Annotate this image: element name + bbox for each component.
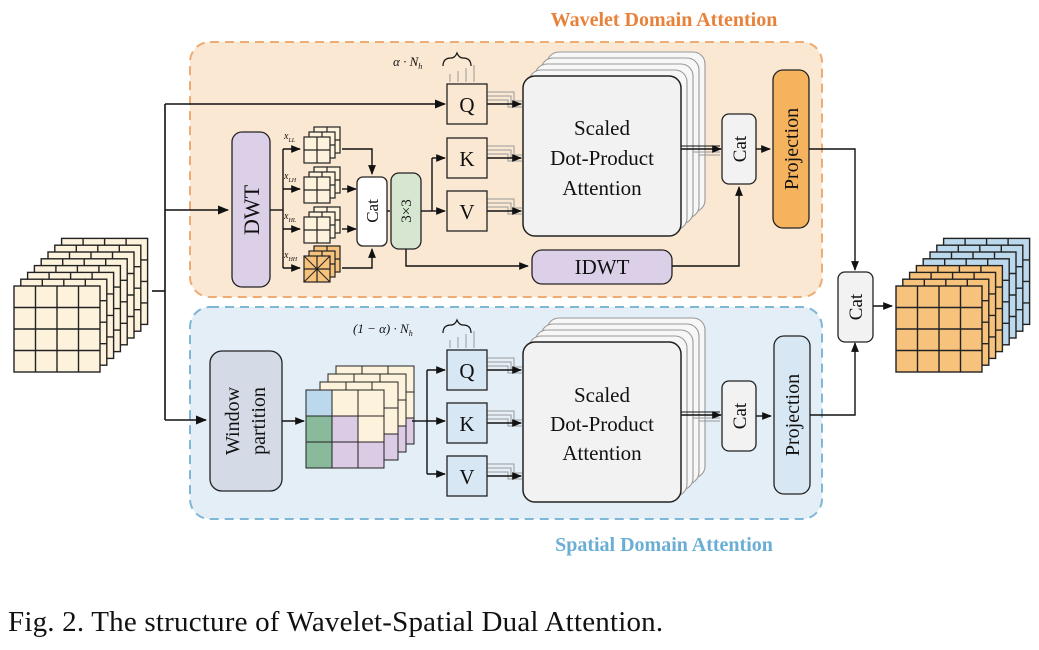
output-layer: [895, 285, 983, 373]
subband-layer: [303, 136, 331, 164]
input-feature-stack: [13, 237, 149, 373]
spatial-k-box: [446, 402, 488, 444]
conv-to-kv: [405, 154, 529, 270]
window-partition-box: [209, 350, 283, 492]
wavelet-k-label: K: [459, 147, 474, 171]
idwt-to-cat: [672, 145, 771, 267]
spatial-q-label: Q: [459, 359, 474, 383]
subband-label-hh: xHH: [283, 250, 298, 263]
window-partition-line2: partition: [248, 387, 270, 455]
window-partition-line1: Window: [222, 386, 244, 455]
final-cat-label: Cat: [846, 293, 867, 320]
subband-label-hl: xHL: [283, 211, 297, 224]
spatial-v-box: [446, 455, 488, 497]
spatial-sdpa-box: [522, 341, 682, 503]
spatial-q-box: [446, 349, 488, 391]
wavelet-cat-label: Cat: [730, 135, 751, 162]
wavelet-sdpa-line2: Dot-Product: [550, 146, 654, 170]
input-connectors: [152, 99, 447, 425]
window-partition-grid: [305, 365, 415, 469]
wavelet-sdpa-line1: Scaled: [574, 116, 630, 140]
wavelet-k-box: [446, 137, 488, 179]
spatial-projection-label: Projection: [782, 374, 804, 456]
subband-to-cat: [342, 148, 376, 269]
subband-cubes: [303, 126, 341, 283]
spatial-title: Spatial Domain Attention: [555, 534, 773, 556]
output-feature-stack: [895, 237, 1031, 373]
projection-to-final-cat: [809, 148, 893, 416]
wavelet-title: Wavelet Domain Attention: [551, 9, 778, 31]
spatial-sdpa-line2: Dot-Product: [550, 412, 654, 436]
spatial-v-label: V: [459, 465, 474, 489]
wavelet-q-label: Q: [459, 93, 474, 117]
spatial-k-label: K: [459, 412, 474, 436]
spatial-heads-label: (1 − α) · Nh: [353, 321, 413, 338]
wavelet-inner-cat-label: Cat: [363, 199, 382, 223]
input-layer: [13, 285, 101, 373]
wavelet-q-box: [446, 83, 488, 125]
window-to-qkv: [412, 366, 446, 478]
wavelet-heads-label: α · Nh: [393, 54, 422, 71]
idwt-label: IDWT: [575, 255, 630, 279]
wavelet-v-box: [446, 190, 488, 232]
dwt-label: DWT: [239, 184, 264, 235]
subband-layer: [303, 216, 331, 244]
spatial-cat-label: Cat: [730, 402, 751, 429]
wavelet-v-label: V: [459, 200, 474, 224]
spatial-sdpa-line1: Scaled: [574, 383, 630, 407]
wavelet-sdpa-line3: Attention: [562, 176, 642, 200]
dwt-fanout: [270, 145, 301, 272]
figure-caption: Fig. 2. The structure of Wavelet-Spatial…: [8, 606, 664, 638]
final-cat-box: [837, 271, 874, 343]
spatial-sdpa-line3: Attention: [562, 441, 642, 465]
spatial-heads-brace: [442, 318, 472, 334]
subband-label-lh: xLH: [283, 171, 297, 184]
wavelet-projection-label: Projection: [781, 108, 803, 190]
wavelet-sdpa-box: [522, 75, 682, 237]
conv-3x3-label: 3×3: [399, 199, 415, 222]
subband-label-ll: xLL: [283, 131, 296, 144]
window-layer: [305, 389, 385, 469]
subband-layer: [303, 255, 331, 283]
idwt-box: [531, 249, 673, 285]
subband-layer: [303, 176, 331, 204]
wavelet-heads-brace: [442, 51, 472, 67]
